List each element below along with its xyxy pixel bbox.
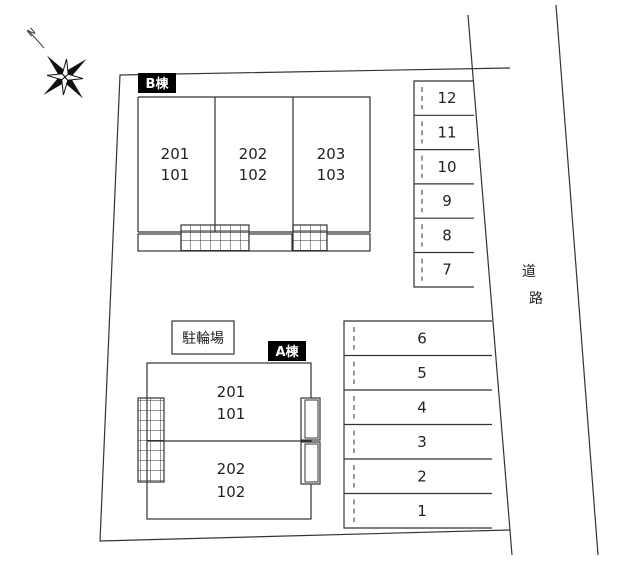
parking-space-label: 8	[442, 226, 452, 244]
b-balcony-grid-2	[292, 224, 328, 252]
b-porch-1	[137, 233, 182, 252]
parking-space-label: 6	[417, 329, 427, 347]
parking-space-label: 5	[417, 364, 427, 382]
b-unit-2-lower: 102	[239, 166, 268, 184]
a-unit-1-lower: 101	[217, 405, 246, 423]
parking-space-label: 1	[417, 502, 427, 520]
b-unit-3-lower: 103	[317, 166, 346, 184]
b-balcony-grid-1	[180, 224, 250, 252]
b-unit-3-upper: 203	[317, 145, 346, 163]
b-unit-1-upper: 201	[161, 145, 190, 163]
parking-space-label: 9	[442, 192, 452, 210]
a-porch-2-inner	[304, 443, 319, 483]
a-balcony-grid	[137, 397, 165, 483]
parking-space-label: 10	[437, 158, 456, 176]
parking-space-label: 2	[417, 467, 427, 485]
road-label-1: 道	[522, 264, 536, 280]
a-porch-1	[300, 397, 321, 441]
b-porch-2	[248, 233, 293, 252]
building-b-tag-box	[138, 73, 176, 93]
parking-right-group: 12 11 10 9 8 7	[413, 80, 474, 288]
a-unit-1-upper: 201	[217, 383, 246, 401]
road-edge-right	[555, 4, 599, 556]
b-unit-2-upper: 202	[239, 145, 268, 163]
building-b-tag: B棟	[146, 76, 170, 92]
road-edge-left	[467, 14, 513, 556]
a-unit-2-upper: 202	[217, 460, 246, 478]
parking-space-label: 12	[437, 89, 456, 107]
a-porch-1-inner	[304, 399, 319, 439]
north-label: N	[25, 26, 38, 39]
a-porch-2	[300, 441, 321, 485]
building-b: B棟 201 101 202 102 203 103	[137, 73, 371, 252]
compass-rose-icon: N	[25, 26, 87, 99]
b-porch-3	[326, 233, 371, 252]
building-b-outline	[137, 96, 371, 232]
road-label-2: 路	[529, 291, 543, 307]
building-a: A棟 201 101 202 102	[137, 341, 321, 520]
parking-space-label: 11	[437, 123, 456, 141]
bicycle-parking-label: 駐輪場	[182, 330, 224, 347]
building-a-tag-box	[268, 341, 306, 361]
parking-space-label: 4	[417, 398, 427, 416]
lot-boundary	[99, 67, 511, 542]
parking-space-label: 3	[417, 433, 427, 451]
parking-bottom-group: 6 5 4 3 2 1	[343, 320, 492, 529]
parking-space-label: 7	[442, 261, 452, 279]
a-unit-2-lower: 102	[217, 483, 246, 501]
bicycle-parking-box	[171, 320, 235, 355]
building-a-tag: A棟	[275, 344, 299, 360]
b-unit-1-lower: 101	[161, 166, 190, 184]
